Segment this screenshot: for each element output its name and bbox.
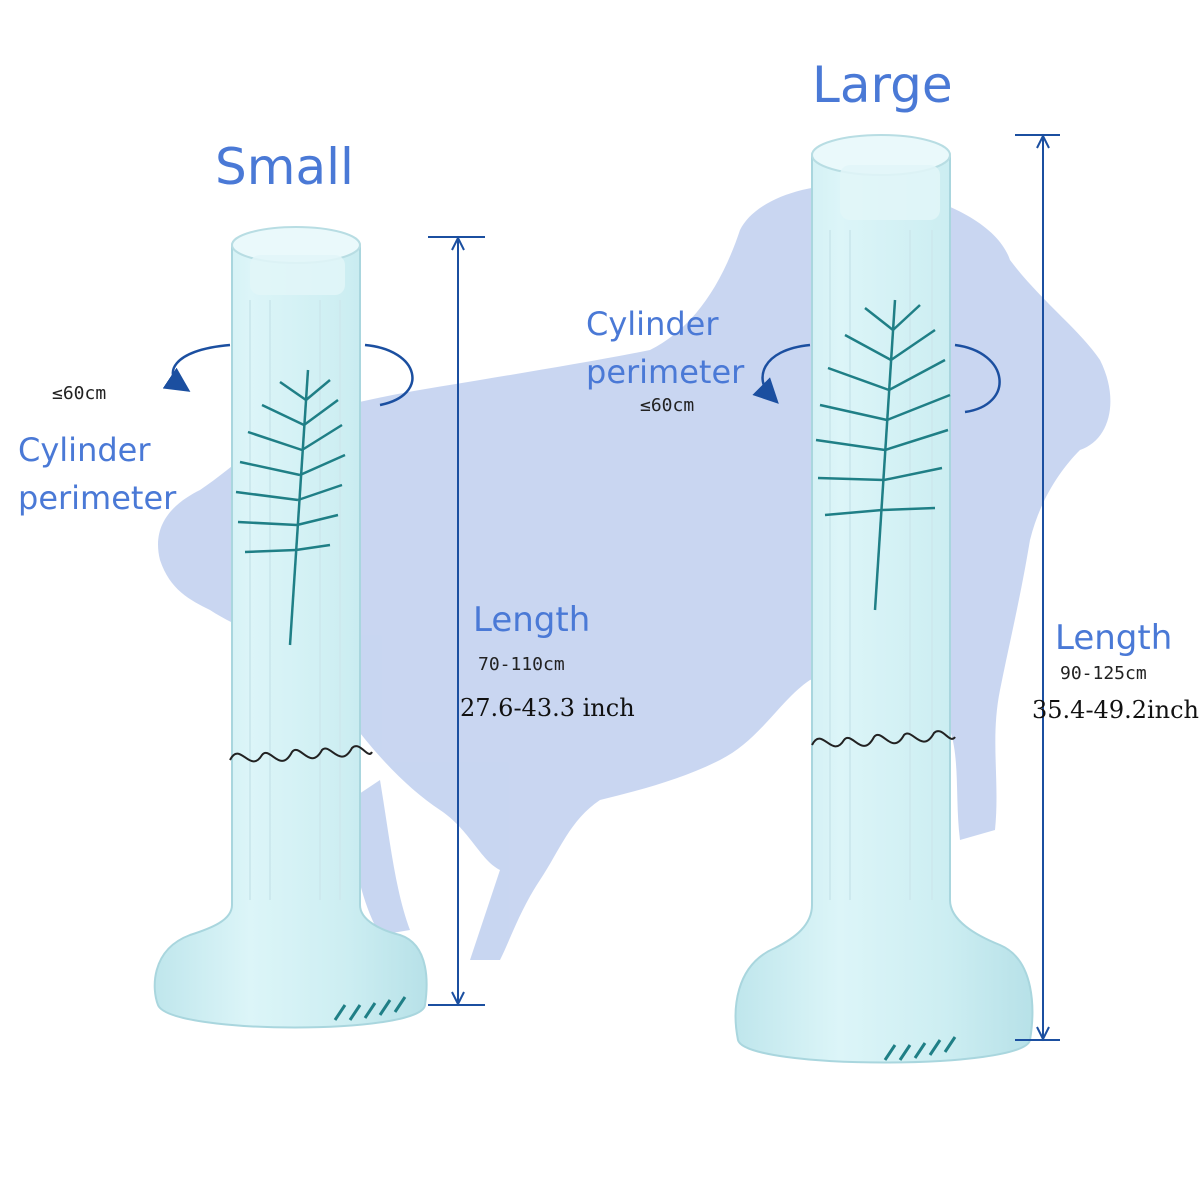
signature-large — [811, 730, 956, 748]
large-length-cm: 90-125cm — [1060, 663, 1147, 684]
large-perimeter-label-line1: Cylinder — [586, 305, 719, 343]
small-perimeter-label-line1: Cylinder — [18, 431, 151, 469]
signature-small — [229, 745, 373, 763]
small-length-inch: 27.6-43.3 inch — [460, 694, 635, 722]
large-perimeter-label: Cylinder perimeter — [586, 300, 744, 396]
small-size-title: Small — [215, 138, 354, 196]
leaf-pattern-small — [235, 369, 346, 646]
perimeter-arrow-small — [162, 343, 414, 407]
length-dimension-small — [428, 235, 485, 1007]
leaf-pattern-large — [815, 299, 951, 611]
small-length-label: Length — [473, 600, 591, 640]
small-perimeter-label: Cylinder perimeter — [18, 426, 176, 522]
large-size-title: Large — [812, 56, 953, 114]
large-perimeter-value: ≤60cm — [640, 395, 695, 416]
small-perimeter-label-line2: perimeter — [18, 479, 177, 517]
large-perimeter-label-line2: perimeter — [586, 353, 745, 391]
perimeter-arrow-large — [752, 343, 1001, 414]
small-length-cm: 70-110cm — [478, 654, 565, 675]
large-length-label: Length — [1055, 618, 1173, 658]
length-dimension-large — [1015, 133, 1060, 1042]
large-product — [734, 134, 1034, 1064]
small-perimeter-value: ≤60cm — [52, 383, 107, 404]
small-product — [153, 226, 428, 1029]
large-length-inch: 35.4-49.2inch — [1032, 696, 1200, 724]
